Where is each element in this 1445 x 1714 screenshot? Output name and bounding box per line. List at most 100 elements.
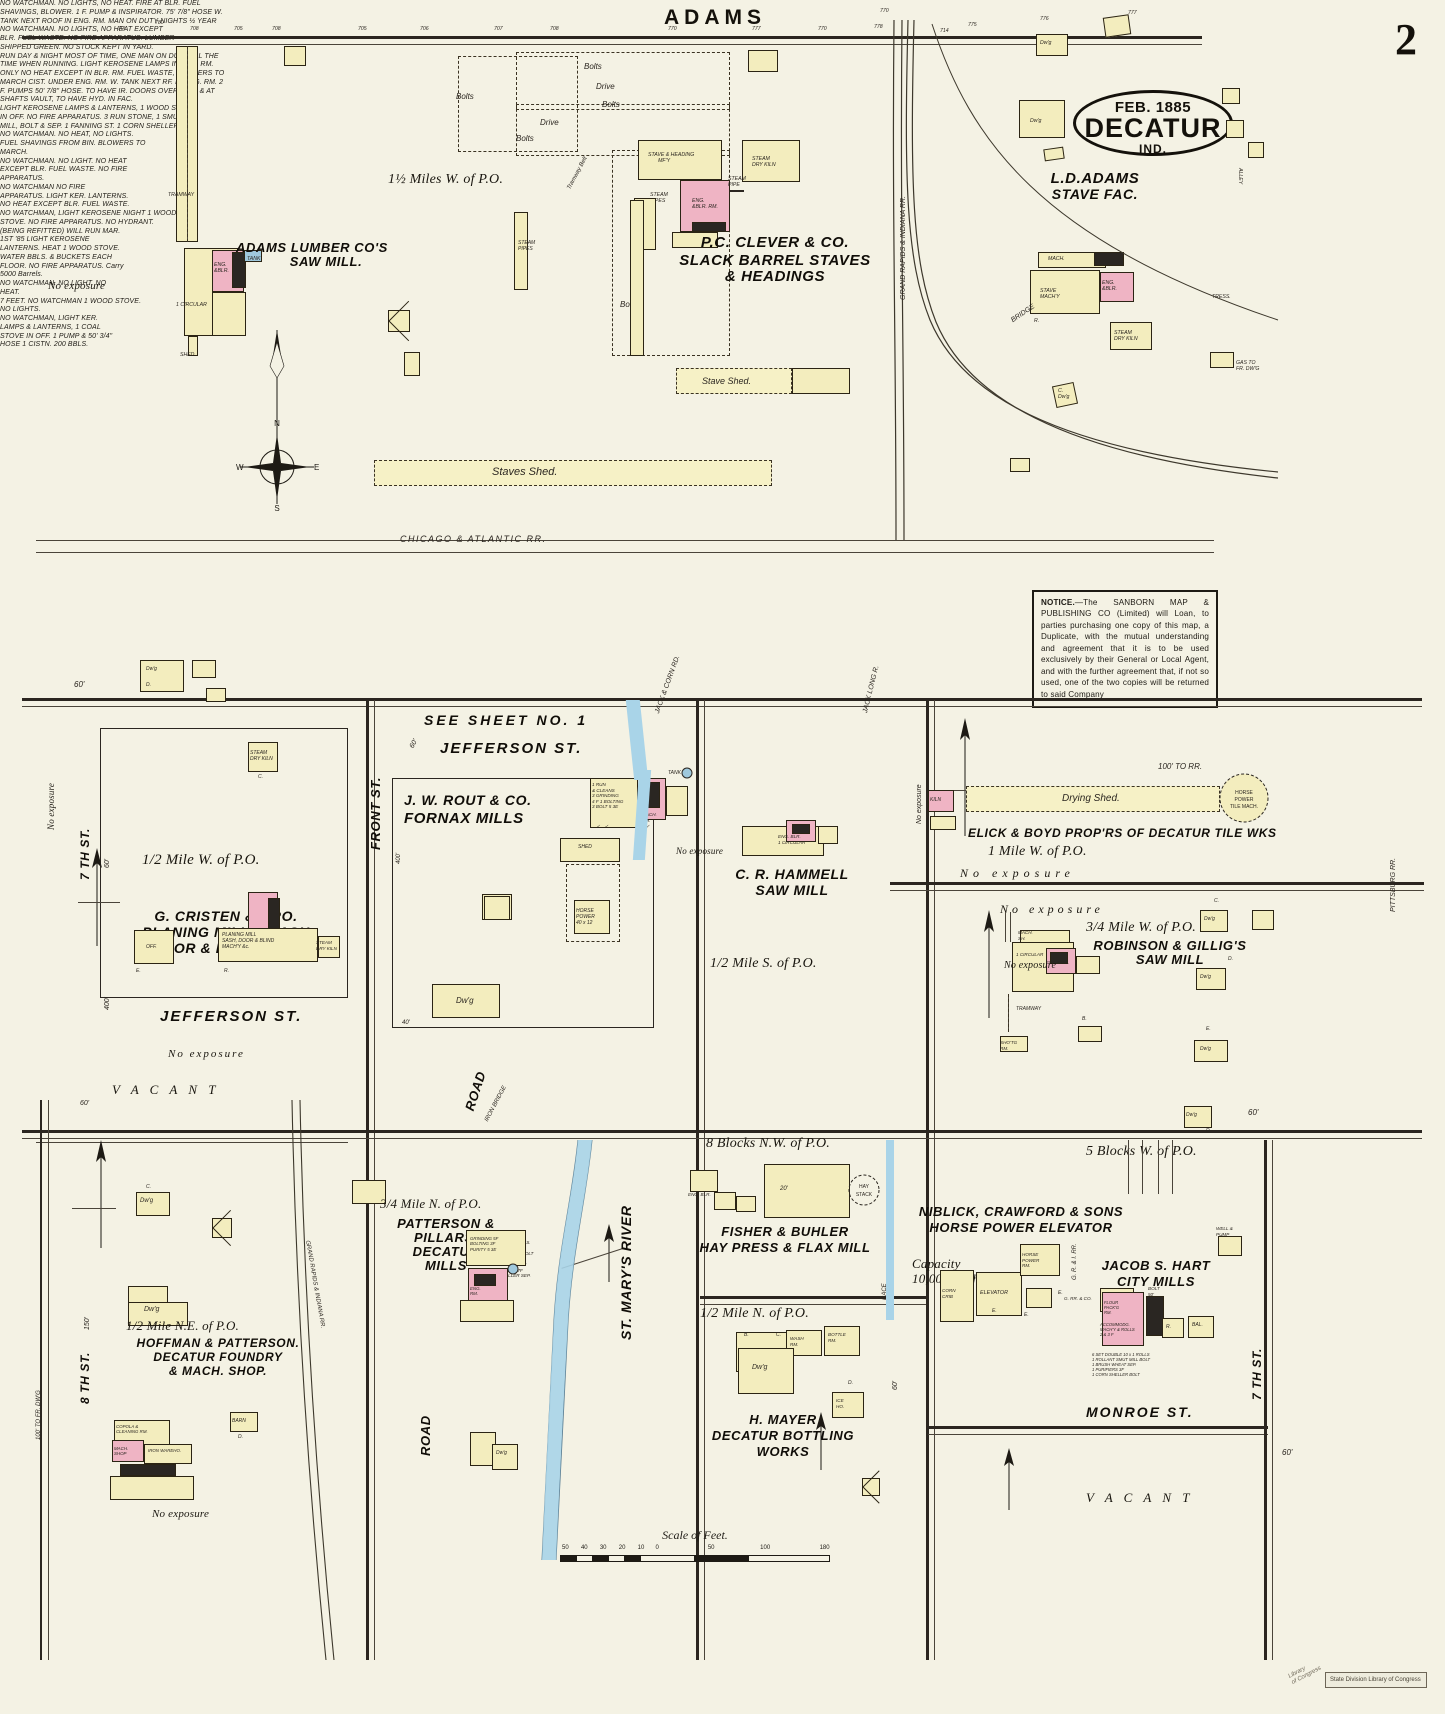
railroad-line-left-bottom: [291, 1100, 335, 1660]
svg-text:N: N: [274, 419, 280, 428]
front-st-label: FRONT ST.: [368, 776, 383, 850]
small-building: [1226, 120, 1244, 138]
small-building: [1184, 1106, 1212, 1128]
small-building: [192, 660, 216, 678]
hart-vacant: V A C A N T: [1086, 1490, 1194, 1505]
north-arrow: [604, 1224, 614, 1282]
north-arrow-cross: [72, 1208, 116, 1209]
rout-mill-main: [590, 778, 638, 828]
survey-tick: 777: [1128, 10, 1137, 16]
steam-pipes-label: STEAM PIPES: [650, 192, 668, 205]
cristen-dry-kiln: [248, 742, 278, 772]
hart-side-bldg: [1162, 1318, 1184, 1338]
north-arrow-cross: [78, 902, 120, 903]
fornax-block-frame: [392, 778, 654, 1028]
building-label: BAL.: [1192, 1322, 1203, 1328]
chicago-atlantic-rr-line1: [36, 540, 1214, 541]
clever-steam-dry-kiln: [742, 140, 800, 182]
building-label: BARN: [232, 1418, 246, 1424]
race-water: [886, 1140, 894, 1320]
eighth-st-line-b: [48, 1100, 49, 1660]
hoffman-iron-warehouse: [144, 1444, 192, 1464]
yard-outline-bolts-3: [516, 104, 730, 156]
rout-dwelling: [432, 984, 500, 1018]
robinson-shop: [1000, 1036, 1028, 1052]
x-marked-building: [388, 310, 410, 332]
block-divider-right-1: [890, 882, 1424, 885]
building-label: MACH.: [1048, 256, 1065, 262]
survey-tick: 770: [668, 26, 677, 32]
small-building: [492, 1444, 518, 1470]
steam-pipe: [730, 190, 744, 192]
shed-label: SHED: [180, 352, 195, 358]
dwelling-label: Dw'g: [1200, 1046, 1211, 1052]
building-label: BOLT 50': [1148, 1286, 1160, 1297]
small-building: [1248, 142, 1264, 158]
loc-stamp-annotation: Library of Congress: [1287, 1665, 1322, 1686]
scale-tick: 50: [562, 1545, 569, 1551]
svg-text:W: W: [236, 463, 244, 472]
north-arrow: [960, 718, 970, 836]
monroe-st-line-b: [928, 1434, 1268, 1435]
building-label: STAVE MACH'Y: [1040, 288, 1060, 301]
scale-tick: 10: [637, 1545, 645, 1551]
tank-label: TANK: [247, 256, 261, 262]
robinson-title-1: ROBINSON & GILLIG'S: [1093, 938, 1247, 953]
fisher-title-2: HAY PRESS & FLAX MILL: [699, 1240, 871, 1255]
north-arrow: [96, 1140, 106, 1248]
building-label: HORSE POWER RM.: [1022, 1252, 1040, 1268]
north-arrow: [984, 910, 994, 1018]
building-label: OFF.: [146, 944, 157, 950]
small-building: [1194, 1040, 1228, 1062]
tank-label: TANK: [668, 770, 681, 776]
st-marys-river-label: ST. MARY'S RIVER: [618, 1205, 634, 1340]
lot-line: [1128, 1140, 1129, 1194]
dwelling-label: Dw'g: [456, 996, 474, 1005]
elick-exposure: No exposure: [960, 866, 1075, 880]
bridge-label: IRON BRIDGE: [484, 1084, 508, 1123]
building-label: STEAM DRY KILN: [250, 750, 273, 762]
block-divider-fisher-mayer: [700, 1296, 926, 1299]
notice-box: NOTICE.—The SANBORN MAP & PUBLISHING CO …: [1032, 590, 1218, 709]
clever-belt-shed: [630, 200, 644, 356]
ld-adams-title-1: L.D.ADAMS: [1050, 170, 1140, 187]
hammell-title-2: SAW MILL: [755, 882, 829, 898]
circular-saw-label: 1 CIRCULAR: [176, 302, 207, 308]
mayer-bottle-rm: [824, 1326, 860, 1356]
elick-drying-shed: [966, 786, 1220, 812]
survey-tick: 708: [190, 26, 199, 32]
small-building: [404, 352, 420, 376]
dwelling-label: Dw'g: [496, 1450, 507, 1456]
ld-adams-eng-blr: [1100, 272, 1134, 302]
building-label: MACH. SHOP: [114, 1446, 129, 1457]
eng-label: ENG. &BLR.: [214, 262, 229, 275]
band-divider-mid-2: [22, 1138, 1422, 1139]
hammell-boiler-iron: [792, 824, 810, 834]
niblick-notes: 7 FEET. NO WATCHMAN 1 WOOD STOVE. NO LIG…: [0, 297, 142, 314]
robinson-boiler: [1050, 952, 1068, 964]
hammell-shed: [818, 826, 838, 844]
stack-line: [1005, 912, 1006, 942]
dim-feet-fr-dwg: 100' TO FR. DW'G: [36, 1390, 42, 1440]
cross-ref-sheet-1: SEE SHEET NO. 1: [424, 712, 589, 728]
railroad-label-right: PITTSBURG RR.: [1390, 857, 1397, 912]
patterson-title-4: MILLS: [425, 1258, 467, 1273]
building-label: BOTTLE RM.: [828, 1332, 846, 1343]
patterson-notes: (BEING REFITTED) WILL RUN MAR. 1ST '85 L…: [0, 227, 124, 279]
dim-60ft: 60': [74, 680, 85, 689]
clever-distance: 1½ Miles W. of P.O.: [388, 172, 504, 187]
building-label: Dw'g: [1040, 40, 1052, 46]
yard-label: Bolts: [620, 300, 638, 309]
stave-shed-label: Stave Shed.: [702, 376, 752, 386]
building-label: D.: [848, 1380, 853, 1386]
building-label: ELEVATOR: [980, 1290, 1008, 1296]
rout-notes: LIGHT KEROSENE LAMPS & LANTERNS, 1 WOOD …: [0, 105, 196, 130]
scale-bar-title: Scale of Feet.: [662, 1528, 728, 1542]
building-label: 1 CIRCULAR: [1016, 952, 1044, 957]
small-building: [352, 1180, 386, 1204]
scale-bar-graphic: [560, 1555, 830, 1562]
ld-adams-stave-machy: [1030, 270, 1100, 314]
rout-shed: [560, 838, 620, 862]
survey-tick: 705: [358, 26, 367, 32]
building-label: 1 RUN & CLEANS 3 GRINDING 4 F 1 BOLTING …: [592, 782, 624, 809]
